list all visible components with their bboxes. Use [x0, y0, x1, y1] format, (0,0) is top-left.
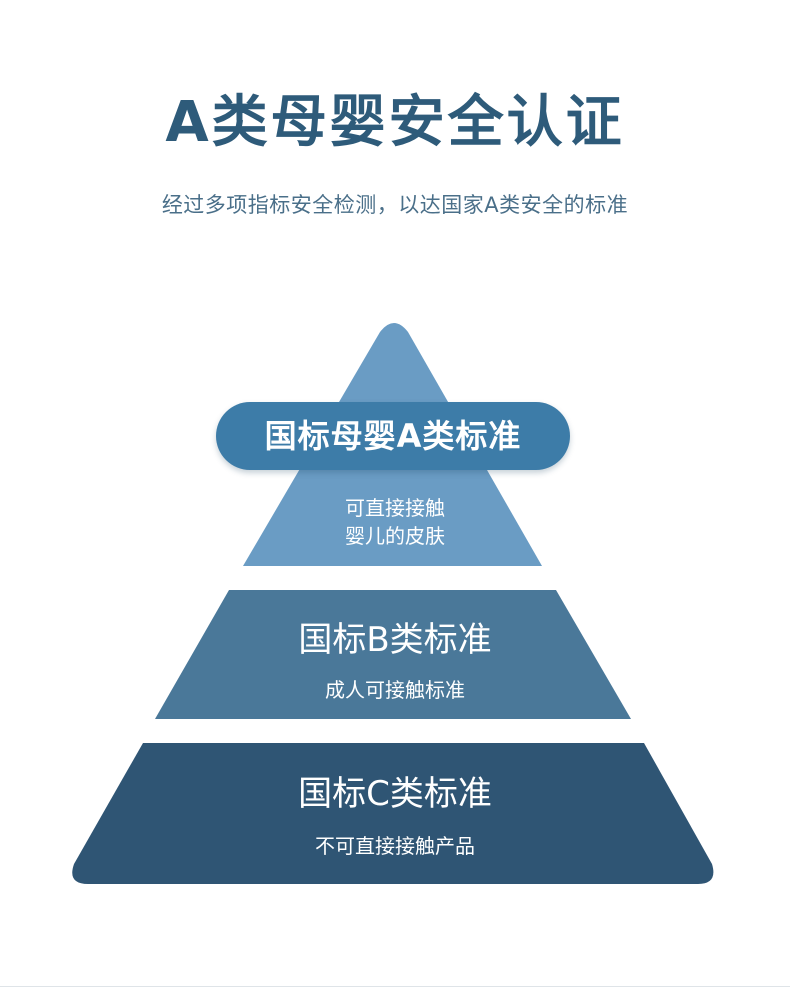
tier-top-description: 可直接接触 婴儿的皮肤 [0, 494, 790, 550]
page-title: A类母婴安全认证 [165, 90, 625, 155]
bottom-divider [0, 986, 790, 987]
tier-bottom-description: 不可直接接触产品 [315, 834, 475, 858]
tier-top-label: 国标母婴A类标准 [264, 417, 522, 455]
tier-bottom-label: 国标C类标准 [298, 774, 492, 814]
pyramid-tier-middle [155, 590, 631, 719]
tier-middle-label: 国标B类标准 [298, 620, 492, 660]
tier-top-desc-line1: 可直接接触 [345, 496, 445, 520]
tier-middle-description: 成人可接触标准 [325, 678, 465, 702]
tier-top-pill [216, 402, 570, 470]
pyramid-tier-bottom [72, 743, 714, 884]
page-subtitle: 经过多项指标安全检测，以达国家A类安全的标准 [161, 193, 629, 217]
tier-top-desc-line2: 婴儿的皮肤 [345, 524, 445, 548]
